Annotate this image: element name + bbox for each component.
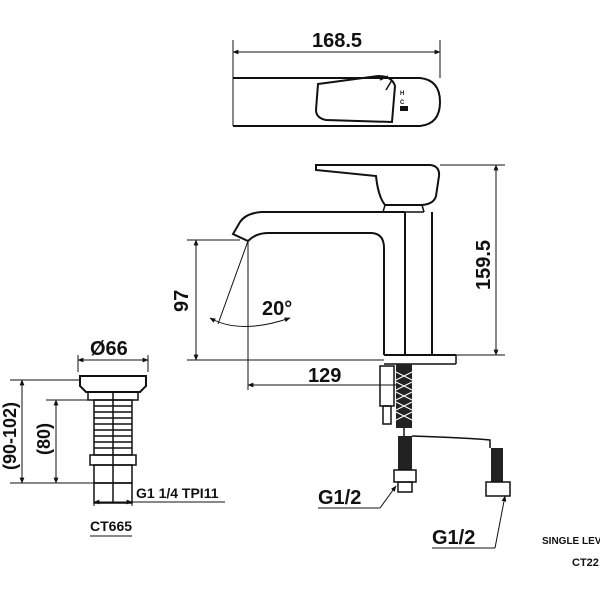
waste-model-label: CT665 (90, 518, 132, 534)
width-top-label: 168.5 (312, 30, 362, 52)
spout-reach-label: 129 (308, 365, 341, 387)
spout (231, 211, 405, 355)
lever-handle (315, 164, 441, 206)
waste-view: Ø66 (90-102) (0, 338, 225, 537)
top-view-lever (379, 75, 393, 91)
hose-thread-right-label: G1/2 (432, 527, 475, 549)
waste-length-label: (80) (34, 423, 54, 455)
angle-arc (209, 317, 291, 327)
product-model: CT22 (572, 557, 599, 569)
top-view-handle (314, 74, 397, 124)
brand-mark (400, 106, 408, 111)
hose-thread-left-label: G1/2 (318, 487, 361, 509)
top-view-marking: C (400, 100, 405, 106)
waste-cap (79, 375, 147, 393)
hose-right-nut (485, 481, 511, 497)
product-description: SINGLE LEV (542, 536, 600, 547)
spout-angle-label: 20° (262, 298, 292, 320)
height-total-label: 159.5 (473, 240, 495, 290)
mounting-stud-tip (382, 405, 392, 425)
waste-diameter-label: Ø66 (90, 338, 128, 360)
waste-thread-label: G1 1/4 TPI11 (136, 485, 219, 501)
top-view: 168.5 H C (232, 30, 442, 127)
hose-right (491, 448, 503, 482)
side-view: 159.5 97 20° 129 (171, 164, 511, 549)
waste-range-label: (90-102) (0, 402, 20, 470)
spout-height-label: 97 (171, 290, 193, 312)
top-view-marking: H (400, 91, 404, 97)
tap-body (404, 212, 433, 355)
hose-left-nut (393, 469, 417, 483)
mounting-stud (379, 365, 395, 407)
title-block: SINGLE LEV CT22 (542, 536, 600, 569)
top-view-body (233, 77, 442, 127)
hose-left-lower (398, 436, 412, 470)
